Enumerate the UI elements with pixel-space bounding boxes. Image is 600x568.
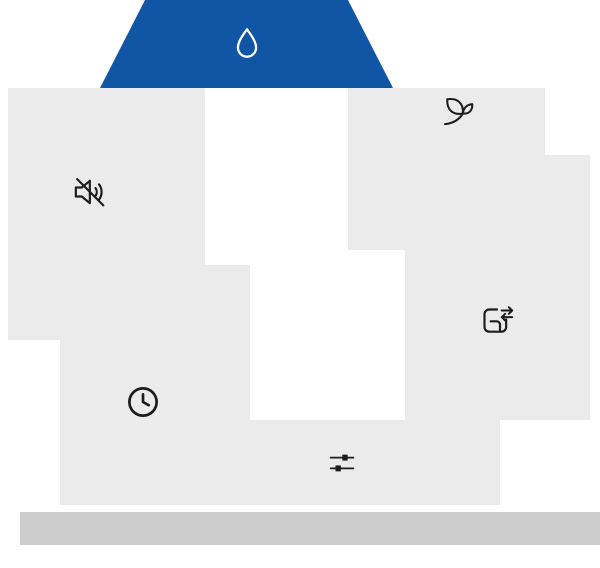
options-sliders-icon: [329, 454, 355, 472]
device-sync-icon: [483, 306, 514, 333]
tile-options[interactable]: [205, 420, 500, 505]
clock-icon: [128, 387, 158, 417]
bottom-bar: [20, 512, 600, 545]
water-drop-icon: [236, 28, 257, 58]
eco-leaf-icon: [443, 97, 474, 126]
tile-sync[interactable]: [405, 155, 590, 420]
water-banner[interactable]: [100, 0, 393, 88]
volume-mute-icon: [74, 178, 105, 207]
